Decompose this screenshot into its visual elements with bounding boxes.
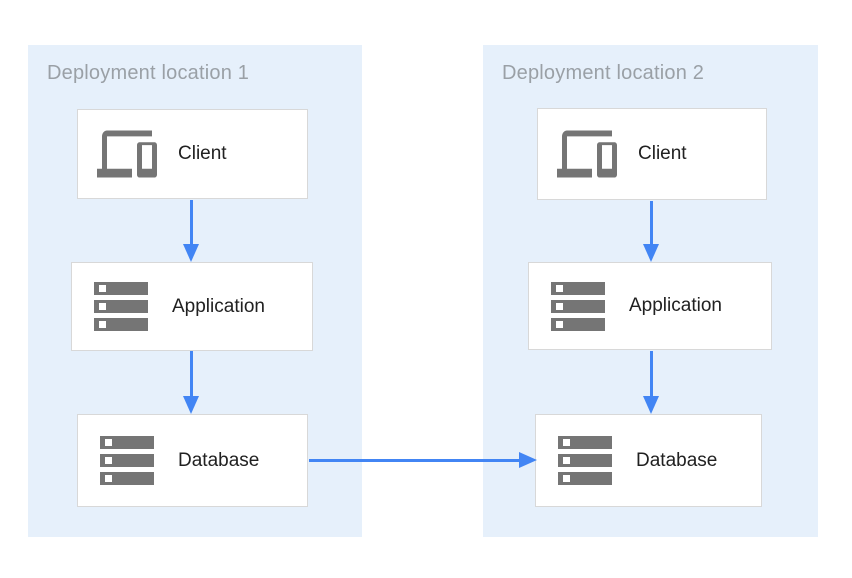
zone-2-title: Deployment location 2 — [502, 62, 705, 84]
node-database-2: Database — [535, 414, 762, 507]
devices-icon — [556, 129, 618, 179]
node-label: Application — [172, 295, 265, 317]
node-application-1: Application — [71, 262, 313, 351]
arrowhead-down-icon — [183, 396, 199, 414]
node-label: Database — [636, 449, 718, 471]
arrowhead-down-icon — [643, 244, 659, 262]
devices-icon — [96, 129, 158, 179]
arrow-line — [650, 201, 653, 244]
node-client-2: Client — [537, 108, 767, 200]
arrow-line — [190, 200, 193, 244]
storage-icon — [554, 436, 616, 485]
node-client-1: Client — [77, 109, 308, 199]
arrow-line — [309, 459, 519, 462]
deployment-zone-2: Deployment location 2 Client — [483, 45, 818, 537]
storage-icon — [96, 436, 158, 485]
arrowhead-down-icon — [643, 396, 659, 414]
deployment-zone-1: Deployment location 1 Client — [28, 45, 362, 537]
storage-icon — [90, 282, 152, 331]
node-label: Application — [629, 295, 722, 316]
arrow-line — [190, 351, 193, 396]
arrowhead-right-icon — [519, 452, 537, 468]
arrow-line — [650, 351, 653, 396]
node-label: Database — [178, 449, 260, 471]
arrowhead-down-icon — [183, 244, 199, 262]
node-label: Client — [638, 143, 687, 164]
storage-icon — [547, 281, 609, 331]
node-database-1: Database — [77, 414, 308, 507]
node-application-2: Application — [528, 262, 772, 350]
zone-1-title: Deployment location 1 — [47, 62, 250, 84]
node-label: Client — [178, 143, 227, 164]
